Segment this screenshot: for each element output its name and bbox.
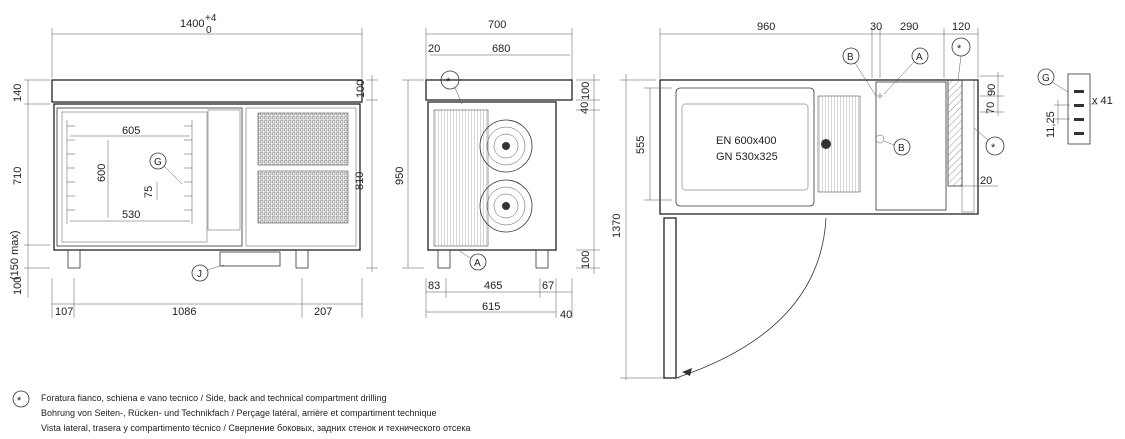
front-dim-710: 710 <box>12 167 24 185</box>
front-marker-j-label: J <box>197 269 202 280</box>
legend-line-3: Vista lateral, trasera y compartimento t… <box>41 423 471 433</box>
top-dim-30: 30 <box>870 21 882 33</box>
front-dim-1086: 1086 <box>172 306 196 318</box>
top-view: 960 30 290 120 EN 600x400 GN 530x325 B B… <box>611 21 1005 380</box>
side-foot-right <box>535 249 549 269</box>
front-body <box>53 103 361 251</box>
front-dim-100: 100 <box>12 277 24 295</box>
detail-dim-1125: 11,25 <box>1045 111 1057 138</box>
side-dim-20: 20 <box>428 43 440 55</box>
top-evaporator-fan <box>821 139 831 149</box>
top-star-marker-2 <box>985 136 1005 156</box>
front-dim-530: 530 <box>122 209 140 221</box>
side-dim-615: 615 <box>482 301 500 313</box>
front-view: 1400 +4 0 605 600 530 75 G <box>9 13 378 318</box>
top-tray-gn: GN 530x325 <box>716 151 778 163</box>
top-dim-20: 20 <box>980 175 992 187</box>
side-dim-465: 465 <box>484 280 502 292</box>
front-vent-grille-bottom <box>257 170 349 224</box>
front-dim-107: 107 <box>55 306 73 318</box>
front-door <box>56 107 243 247</box>
front-marker-g-label: G <box>154 157 162 168</box>
top-side-panel <box>947 79 963 187</box>
top-marker-a <box>911 47 929 65</box>
side-dim-700: 700 <box>488 19 506 31</box>
side-star-marker <box>440 70 460 90</box>
side-foot-left <box>437 249 451 269</box>
detail-marker-g-label: G <box>1042 73 1050 84</box>
front-width-1400: 1400 <box>180 18 204 30</box>
front-dim-right-100: 100 <box>355 80 367 98</box>
front-foot-left <box>67 249 81 269</box>
detail-marker-g <box>1037 68 1055 86</box>
front-foot-right <box>295 249 309 269</box>
detail-dim-x41: x 41 <box>1092 95 1113 107</box>
side-body <box>427 101 557 251</box>
front-tol-zero: 0 <box>206 25 212 36</box>
side-dim-right-100b: 100 <box>580 251 592 269</box>
top-tray-en: EN 600x400 <box>716 135 777 147</box>
side-fan-bottom <box>479 179 533 233</box>
top-marker-b2 <box>893 138 911 156</box>
top-marker-a-label: A <box>916 52 923 63</box>
detail-slots <box>1074 90 1084 135</box>
side-dim-67: 67 <box>542 280 554 292</box>
top-cabinet <box>675 87 815 207</box>
top-technical-compartment <box>875 81 947 211</box>
side-dim-83: 83 <box>428 280 440 292</box>
top-star-label-1: * <box>957 43 962 55</box>
front-marker-g <box>149 152 167 170</box>
top-star-label-2: * <box>991 142 996 154</box>
front-dim-810: 810 <box>354 172 366 190</box>
top-door-swing-arc <box>675 217 827 379</box>
top-dim-960: 960 <box>757 21 775 33</box>
legend-line-2: Bohrung von Seiten-, Rücken- und Technik… <box>41 408 437 418</box>
front-tray-guides <box>66 120 193 224</box>
top-dim-70: 70 <box>985 102 997 114</box>
detail-g: G 11,25 x 41 <box>1037 68 1113 145</box>
side-dim-680: 680 <box>492 43 510 55</box>
side-dim-right-100: 100 <box>580 82 592 100</box>
top-dim-120: 120 <box>952 21 970 33</box>
front-dim-150max: (150 max) <box>9 230 21 280</box>
top-dim-555: 555 <box>635 136 647 154</box>
top-tray <box>681 103 809 191</box>
side-dim-right-40: 40 <box>579 102 591 114</box>
front-vent-grille-top <box>257 112 349 166</box>
legend-star-marker <box>12 390 30 408</box>
side-marker-a-label: A <box>474 258 481 269</box>
front-dim-600: 600 <box>96 164 108 182</box>
side-dim-40: 40 <box>560 309 572 321</box>
front-drain <box>219 251 281 267</box>
side-star-label: * <box>446 76 451 88</box>
side-marker-a <box>469 253 487 271</box>
side-fan-top <box>479 119 533 173</box>
front-worktop <box>51 79 363 103</box>
front-dim-75: 75 <box>143 186 155 198</box>
top-dim-90: 90 <box>986 84 998 96</box>
top-dim-1370: 1370 <box>611 214 623 238</box>
top-marker-b1-label: B <box>847 52 854 63</box>
front-dim-605: 605 <box>122 125 140 137</box>
front-dim-207: 207 <box>314 306 332 318</box>
side-condenser <box>433 109 489 247</box>
front-dim-140: 140 <box>12 84 24 102</box>
top-dim-290: 290 <box>900 21 918 33</box>
top-door-open <box>663 217 677 379</box>
detail-rail <box>1067 73 1091 145</box>
front-marker-j <box>191 264 209 282</box>
top-marker-b1 <box>842 47 860 65</box>
legend-line-1: Foratura fianco, schiena e vano tecnico … <box>41 393 387 403</box>
side-worktop <box>425 79 573 101</box>
legend-star-label: * <box>17 395 22 407</box>
side-view: 700 20 680 * A <box>394 19 600 321</box>
side-dim-950: 950 <box>394 167 406 185</box>
top-body <box>659 79 979 215</box>
top-marker-b2-label: B <box>898 143 905 154</box>
front-tol-plus: +4 <box>205 13 217 24</box>
